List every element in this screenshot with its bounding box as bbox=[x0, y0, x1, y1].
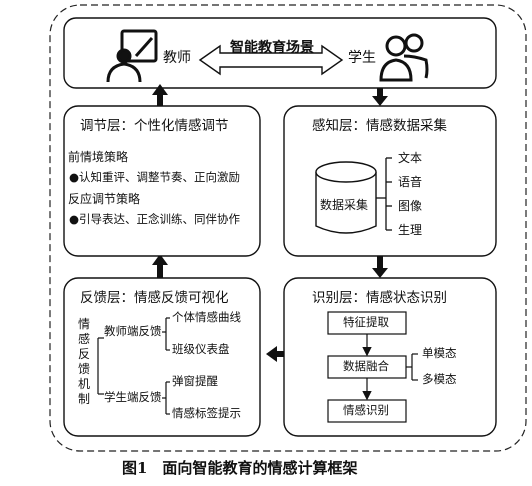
student-feedback-label: 学生端反馈 bbox=[104, 390, 162, 404]
teacher-item-dashboard: 班级仪表盘 bbox=[172, 342, 230, 356]
perception-bracket bbox=[376, 157, 392, 231]
arrow-perception-to-recognition bbox=[372, 256, 388, 278]
teacher-icon bbox=[106, 29, 158, 83]
mode-multi: 多模态 bbox=[422, 372, 457, 386]
regulation-items1: ●认知重评、调整节奏、正向激励 bbox=[69, 170, 241, 184]
arrow-scene-to-perception bbox=[372, 88, 388, 106]
feedback-mechanism-char: 制 bbox=[78, 392, 91, 406]
student-item-popup: 弹窗提醒 bbox=[172, 374, 218, 388]
feedback-box bbox=[63, 277, 261, 437]
figure-caption: 图1 面向智能教育的情感计算框架 bbox=[122, 459, 358, 477]
arrow-recognition-to-feedback bbox=[266, 346, 288, 362]
regulation-title: 调节层：个性化情感调节 bbox=[80, 118, 229, 134]
teacher-item-curve: 个体情感曲线 bbox=[172, 310, 241, 324]
teacher-label: 教师 bbox=[163, 50, 191, 66]
perception-mode-physio: 生理 bbox=[398, 223, 423, 237]
mode-single: 单模态 bbox=[422, 346, 457, 360]
arrow-regulation-to-scene bbox=[152, 84, 168, 106]
step-feature-extraction: 特征提取 bbox=[343, 315, 389, 329]
outer-dashed-frame bbox=[49, 4, 527, 452]
feedback-mechanism-char: 感 bbox=[78, 332, 91, 346]
feedback-title: 反馈层：情感反馈可视化 bbox=[80, 290, 229, 306]
recognition-title: 识别层：情感状态识别 bbox=[312, 290, 447, 306]
feedback-mechanism-char: 反 bbox=[78, 347, 91, 361]
feedback-mechanism-char: 馈 bbox=[78, 362, 91, 376]
database-cylinder-icon bbox=[315, 161, 377, 234]
double-arrow bbox=[198, 44, 344, 76]
perception-title: 感知层：情感数据采集 bbox=[312, 118, 447, 134]
perception-mode-text: 文本 bbox=[398, 151, 423, 165]
student-label: 学生 bbox=[348, 50, 376, 66]
regulation-strategy1: 前情境策略 bbox=[68, 150, 129, 164]
regulation-box bbox=[63, 105, 261, 257]
feedback-mechanism-char: 情 bbox=[78, 317, 91, 331]
perception-mode-voice: 语音 bbox=[398, 175, 423, 189]
regulation-items2: ●引导表达、正念训练、同伴协作 bbox=[69, 212, 241, 226]
feedback-tree-lines bbox=[97, 317, 170, 415]
regulation-strategy2: 反应调节策略 bbox=[68, 192, 141, 206]
teacher-feedback-label: 教师端反馈 bbox=[104, 324, 162, 338]
perception-center: 数据采集 bbox=[320, 198, 369, 212]
scene-title: 智能教育场景 bbox=[230, 40, 314, 56]
student-item-tag: 情感标签提示 bbox=[172, 406, 241, 420]
arrow-feedback-to-regulation bbox=[152, 254, 168, 278]
step-data-fusion: 数据融合 bbox=[343, 359, 389, 373]
feedback-mechanism-char: 机 bbox=[78, 377, 91, 391]
perception-mode-image: 图像 bbox=[398, 199, 423, 213]
modality-bracket bbox=[406, 353, 418, 381]
students-icon bbox=[379, 33, 429, 82]
step-emotion-recognition: 情感识别 bbox=[343, 403, 389, 417]
